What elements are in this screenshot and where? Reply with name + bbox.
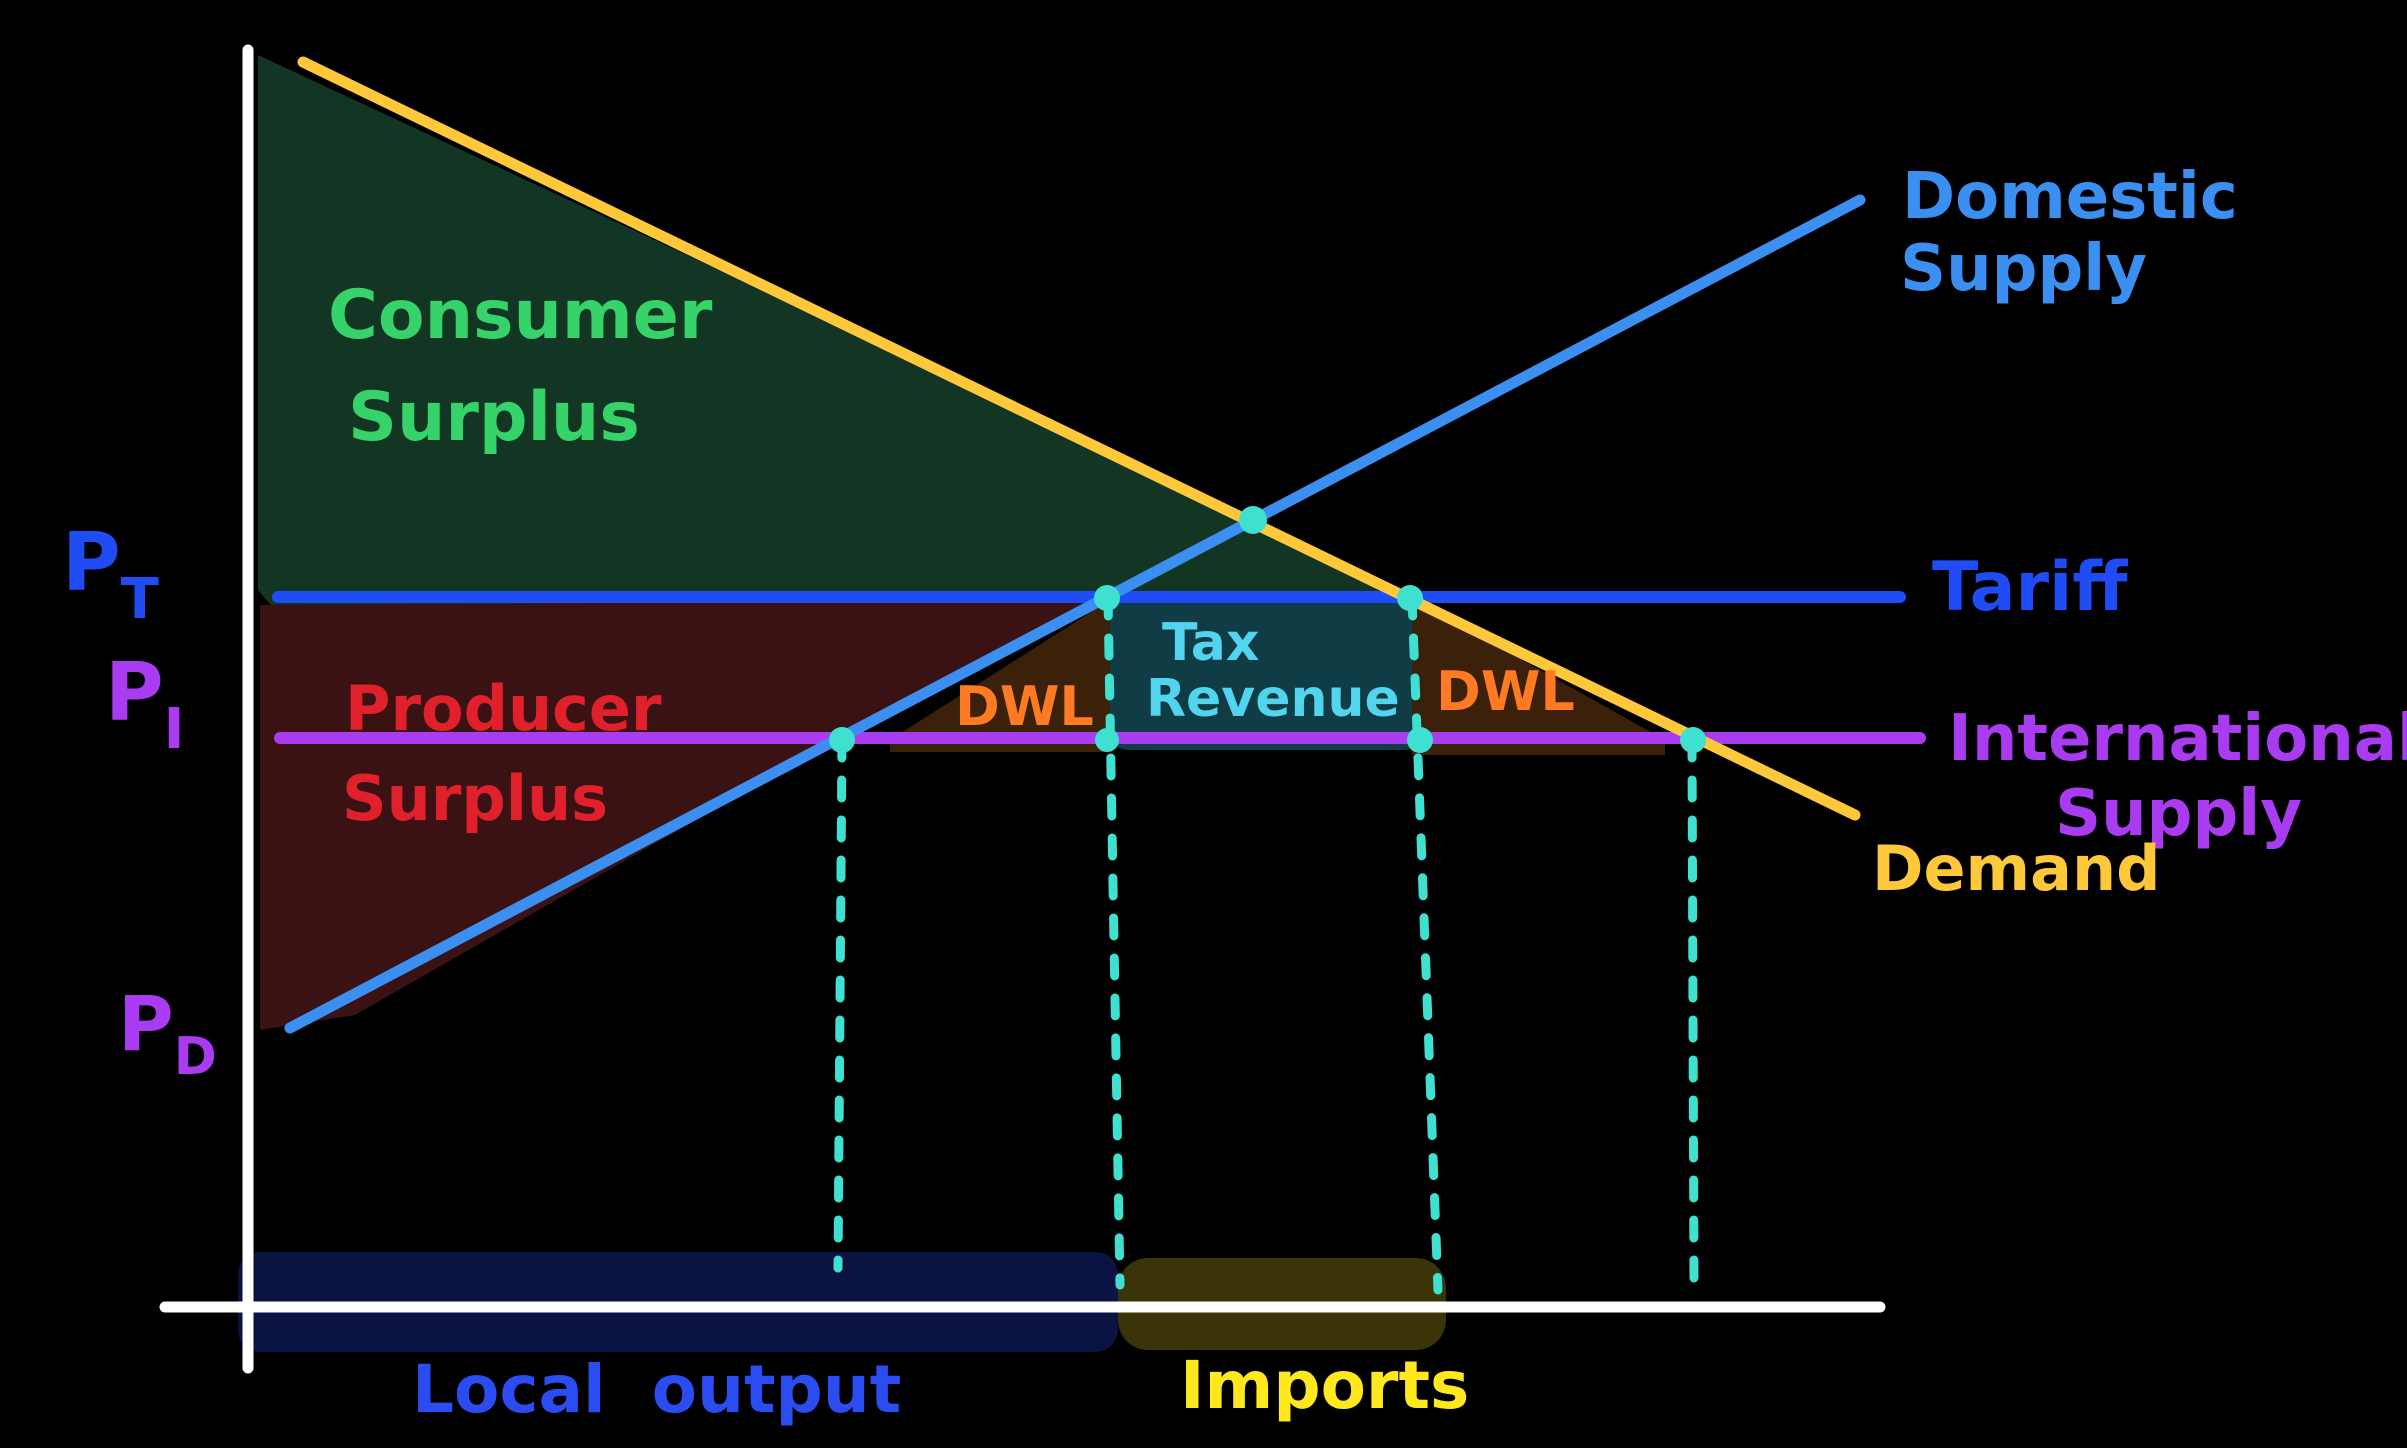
intl-tariff-left-point bbox=[1095, 728, 1119, 752]
intl-tariff-right-point bbox=[1407, 727, 1433, 753]
tariff-supply-point bbox=[1094, 585, 1120, 611]
tariff-label: Tariff bbox=[1932, 548, 2128, 627]
drop-line-3 bbox=[1407, 593, 1443, 1295]
tax-revenue-label: Tax Revenue bbox=[1146, 613, 1400, 729]
price-international-subscript: I bbox=[164, 697, 185, 762]
tax-revenue-area bbox=[1110, 598, 1422, 750]
imports-label: Imports bbox=[1180, 1347, 1469, 1424]
price-tariff-subscript: T bbox=[121, 567, 159, 632]
price-tariff-label: PT bbox=[62, 516, 159, 632]
consumer-surplus-area bbox=[258, 55, 1410, 610]
local-output-label: Local output bbox=[412, 1351, 901, 1428]
equilibrium-point bbox=[1239, 506, 1267, 534]
intl-supply-point bbox=[829, 727, 855, 753]
dwl-right-label: DWL bbox=[1436, 660, 1575, 723]
drop-line-1 bbox=[833, 735, 847, 1273]
dwl-right-area bbox=[1412, 598, 1665, 755]
drop-line-2 bbox=[1103, 593, 1125, 1290]
domestic-supply-curve bbox=[284, 194, 1866, 1034]
intl-demand-point bbox=[1680, 727, 1706, 753]
dwl-left-area bbox=[890, 600, 1112, 752]
demand-label: Demand bbox=[1872, 832, 2160, 905]
drop-line-4 bbox=[1687, 735, 1699, 1290]
price-domestic-label: PD bbox=[118, 979, 217, 1087]
international-supply-label: International Supply bbox=[1948, 702, 2407, 851]
producer-surplus-label: Producer Surplus bbox=[342, 672, 683, 835]
consumer-surplus-label: Consumer Surplus bbox=[328, 276, 736, 457]
price-international-label: PI bbox=[105, 646, 184, 762]
price-domestic-subscript: D bbox=[174, 1027, 217, 1087]
demand-curve bbox=[297, 56, 1861, 821]
domestic-supply-label: Domestic Supply bbox=[1900, 160, 2260, 306]
tariff-demand-point bbox=[1397, 585, 1423, 611]
dwl-left-label: DWL bbox=[955, 675, 1094, 738]
